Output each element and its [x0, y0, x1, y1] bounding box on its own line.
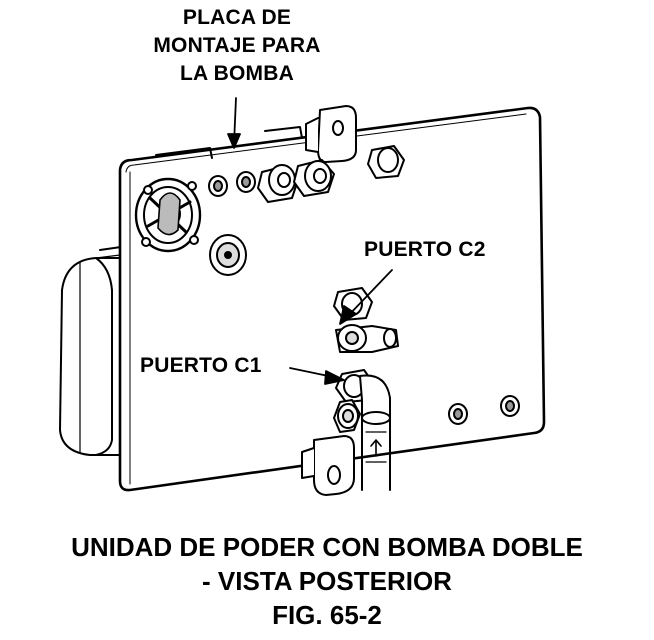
mounting-plate-label-line-1: PLACA DE — [182, 6, 292, 29]
round-plug — [209, 234, 247, 276]
top-nuts — [208, 171, 256, 197]
mounting-plate-label-line-2: MONTAJE PARA — [153, 34, 321, 57]
top-fittings — [257, 145, 405, 203]
port-c2-arrow — [345, 269, 393, 319]
pump-housing — [59, 245, 129, 456]
port-c2-label: PUERTO C2 — [364, 238, 486, 261]
figure-caption: UNIDAD DE PODER CON BOMBA DOBLE - VISTA … — [0, 530, 654, 632]
caption-line-1: UNIDAD DE PODER CON BOMBA DOBLE — [71, 532, 583, 562]
bottom-bracket — [301, 435, 355, 496]
port-c1-label: PUERTO C1 — [140, 354, 262, 377]
port-c1-fitting — [333, 369, 391, 491]
caption-line-3: FIG. 65-2 — [272, 600, 382, 630]
caption-line-2: - VISTA POSTERIOR — [202, 566, 452, 596]
mounting-plate-label: PLACA DE MONTAJE PARA LA BOMBA — [132, 4, 342, 88]
mounting-plate — [118, 106, 546, 492]
leader-arrows — [227, 97, 393, 385]
motor-coupling — [134, 177, 202, 253]
mounting-plate-label-line-3: LA BOMBA — [180, 62, 294, 85]
top-bracket — [305, 105, 357, 163]
bottom-nuts — [448, 395, 520, 425]
